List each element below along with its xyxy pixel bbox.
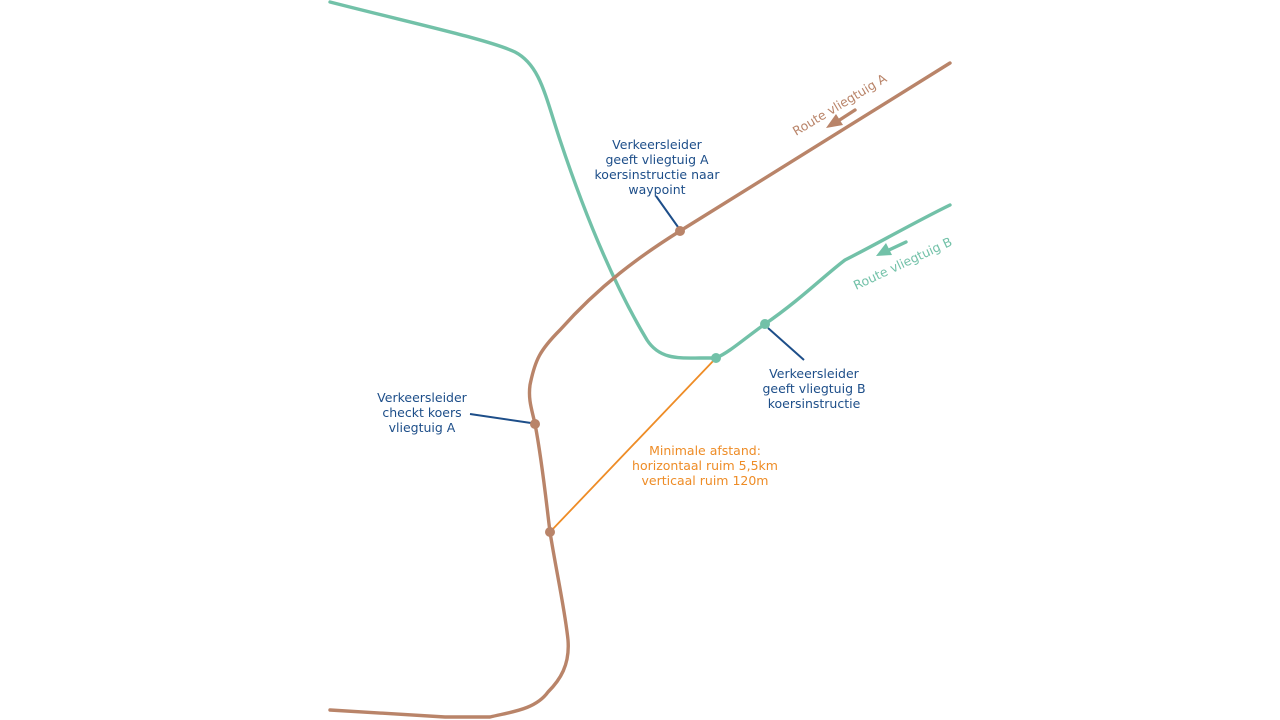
leader-line-check-a [469,413,532,424]
annotation-line: geeft vliegtuig B [762,381,866,396]
annotation-controller-heading-b: Verkeersleider geeft vliegtuig B koersin… [755,366,873,411]
waypoint-a-check [530,419,540,429]
annotation-minimum-distance: Minimale afstand: horizontaal ruim 5,5km… [624,443,786,488]
leader-line-heading-b [767,327,805,361]
annotation-line: checkt koers [382,405,462,420]
minimum-distance-line [549,357,717,533]
annotation-line: verticaal ruim 120m [641,473,769,488]
annotation-line: Verkeersleider [612,137,702,152]
annotation-line: Minimale afstand: [649,443,761,458]
annotation-line: koersinstructie [767,396,861,411]
annotation-controller-check-a: Verkeersleider checkt koers vliegtuig A [370,390,474,435]
route-b-direction-arrow-icon [876,240,908,256]
route-a-label: Route vliegtuig A [790,70,890,138]
waypoint-b-heading [760,319,770,329]
route-a-direction-arrow-icon [826,108,857,128]
annotation-line: waypoint [628,182,686,197]
annotation-controller-heading-a: Verkeersleider geeft vliegtuig A koersin… [590,137,724,197]
annotation-line: vliegtuig A [388,420,456,435]
leader-line-heading-a [655,195,679,228]
waypoint-b-min-distance [711,353,721,363]
waypoint-a-min-distance [545,527,555,537]
waypoint-a-heading [675,226,685,236]
annotation-line: Verkeersleider [377,390,467,405]
annotation-line: Verkeersleider [769,366,859,381]
route-b-line [328,0,952,360]
annotation-line: horizontaal ruim 5,5km [632,458,778,473]
annotation-line: koersinstructie naar [594,167,720,182]
annotation-line: geeft vliegtuig A [605,152,709,167]
